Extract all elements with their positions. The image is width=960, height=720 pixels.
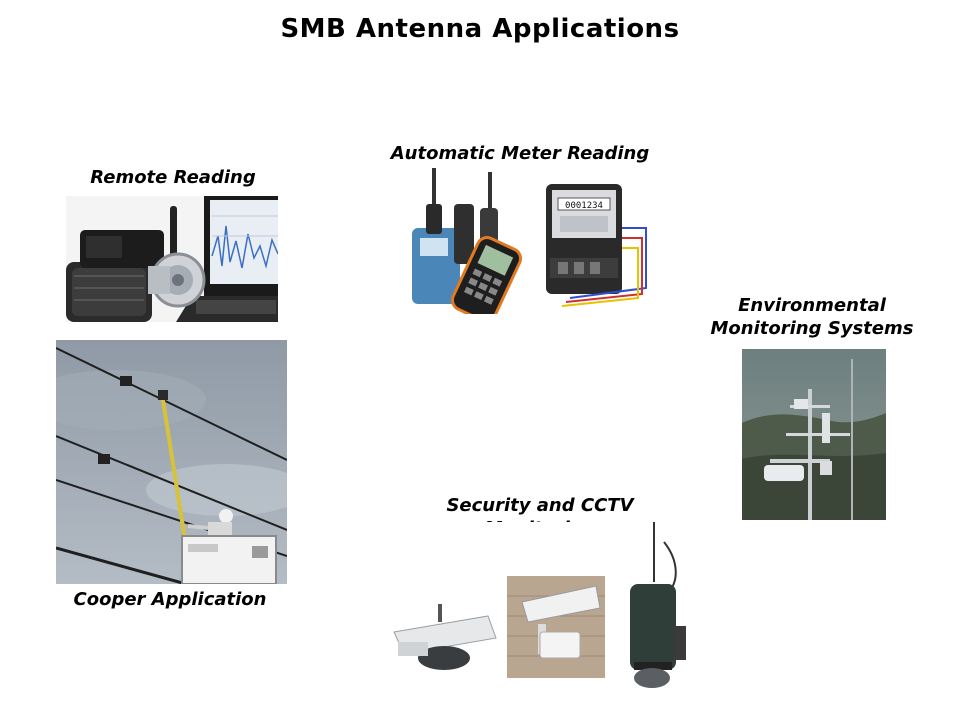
environmental-monitoring-photo [742,349,886,520]
security-caption-line1: Security and CCTV [446,495,634,516]
environmental-caption-line1: Environmental [738,295,886,316]
slide-title: SMB Antenna Applications [280,14,680,44]
cooper-application-caption: Cooper Application [73,589,267,610]
automatic-meter-reading-caption: Automatic Meter Reading [390,143,650,164]
meter-reading-text: 0001234 [565,201,603,211]
environmental-monitoring-caption: Environmental Monitoring Systems [690,294,934,340]
security-cctv-photo [390,522,690,690]
remote-reading-caption: Remote Reading [90,167,256,188]
automatic-meter-reading-photo: 0001234 [390,168,652,314]
environmental-caption-line2: Monitoring Systems [710,318,914,339]
cooper-application-photo [56,340,287,584]
remote-reading-photo [66,196,278,322]
